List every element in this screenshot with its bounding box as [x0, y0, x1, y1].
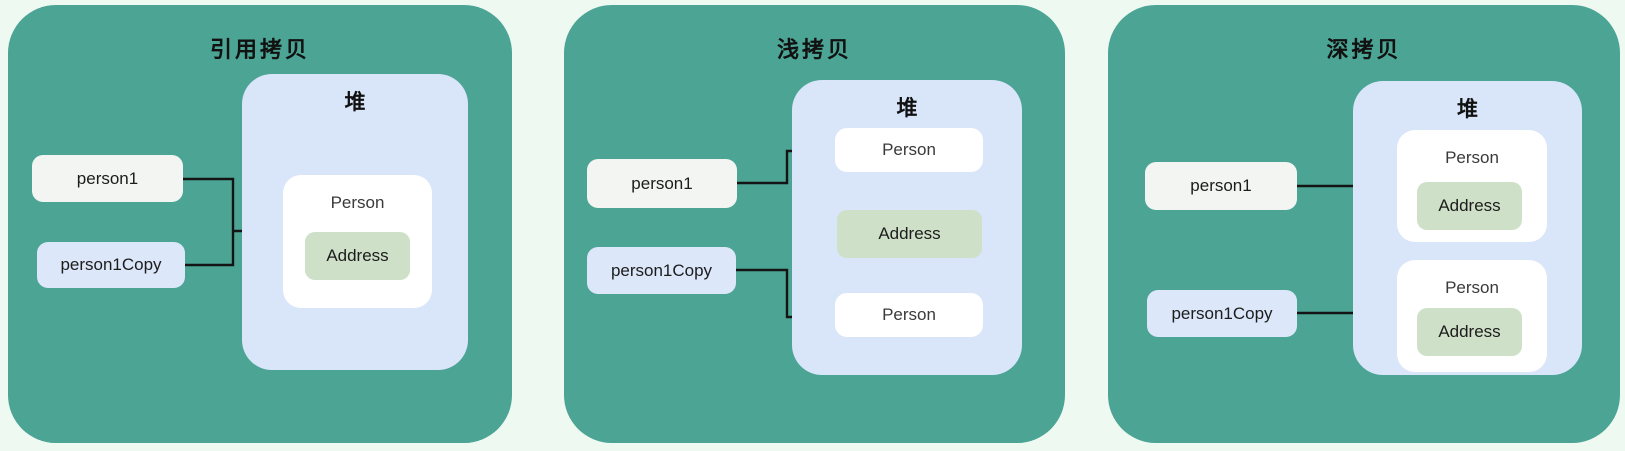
connector-line-merge [183, 177, 235, 267]
person-object-box: Person Address [283, 175, 432, 308]
variable-box-person1copy: person1Copy [1147, 290, 1297, 337]
person-object-box-top: Person Address [1397, 130, 1547, 242]
address-box-bottom: Address [1417, 308, 1522, 356]
heap-box: 堆 Person Address [242, 74, 468, 370]
person-object-box-top: Person [835, 128, 983, 172]
address-label: Address [878, 224, 941, 243]
variable-label-person1: person1 [631, 173, 693, 193]
variable-label-person1copy: person1Copy [1171, 303, 1273, 323]
panel-reference-copy: 引用拷贝 person1 person1Copy 堆 Person Addres… [8, 5, 512, 443]
variable-box-person1: person1 [1145, 162, 1297, 210]
address-label: Address [1438, 196, 1501, 215]
person-object-label: Person [1445, 278, 1499, 297]
address-label: Address [1438, 322, 1501, 341]
variable-box-person1copy: person1Copy [587, 247, 736, 294]
person-object-label: Person [330, 193, 385, 212]
person-object-label: Person [882, 140, 936, 159]
heap-label: 堆 [896, 97, 918, 120]
panel-title: 深拷贝 [1326, 37, 1402, 62]
heap-box: 堆 Person Address Person [792, 80, 1022, 375]
person-object-box-bottom: Person [835, 293, 983, 337]
variable-box-person1: person1 [32, 155, 183, 202]
variable-box-person1: person1 [587, 159, 737, 208]
panel-title: 浅拷贝 [776, 37, 852, 62]
heap-label: 堆 [344, 91, 366, 114]
address-box-shared: Address [837, 210, 982, 258]
person-object-label: Person [882, 305, 936, 324]
variable-label-person1: person1 [76, 168, 139, 188]
panel-deep-copy: 深拷贝 person1 person1Copy 堆 Person Address [1108, 5, 1620, 443]
panel-shallow-copy: 浅拷贝 person1 person1Copy 堆 Person Addres [564, 5, 1065, 443]
person-object-box-bottom: Person Address [1397, 260, 1547, 372]
address-label: Address [326, 246, 389, 265]
variable-box-person1copy: person1Copy [37, 242, 185, 288]
heap-label: 堆 [1457, 98, 1478, 121]
variable-label-person1copy: person1Copy [610, 260, 713, 280]
variable-label-person1: person1 [1190, 176, 1252, 195]
address-box: Address [305, 232, 410, 280]
heap-box: 堆 Person Address Person Address [1353, 81, 1582, 375]
person-object-label: Person [1445, 148, 1499, 167]
variable-label-person1copy: person1Copy [60, 255, 162, 274]
panel-title: 引用拷贝 [209, 37, 310, 62]
address-box-top: Address [1417, 182, 1522, 230]
